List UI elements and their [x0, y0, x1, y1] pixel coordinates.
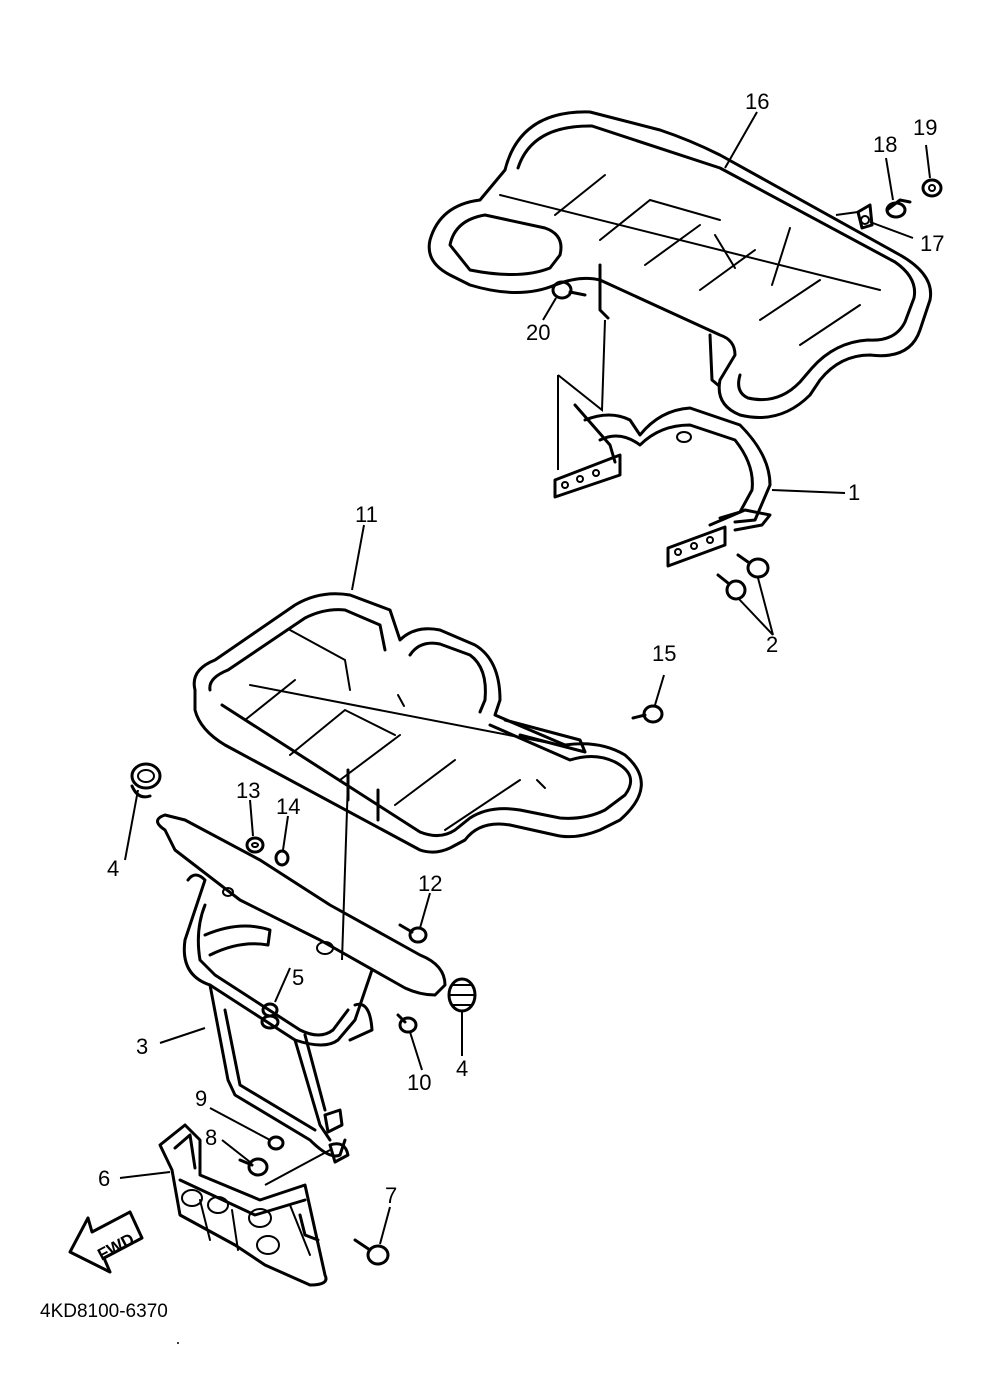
callout-9: 9 — [195, 1086, 207, 1111]
callout-20: 20 — [526, 320, 550, 345]
leader-lines — [119, 111, 931, 1245]
callout-6: 6 — [98, 1166, 110, 1191]
callout-7: 7 — [385, 1183, 397, 1208]
collar-18 — [885, 198, 912, 219]
nut-13 — [245, 836, 265, 854]
fwd-arrow-icon: FWD — [68, 1210, 144, 1274]
rubber-5 — [260, 1002, 280, 1030]
callout-10: 10 — [407, 1070, 431, 1095]
skid-plate — [158, 1123, 328, 1287]
bolt-7 — [353, 1238, 390, 1266]
bolt-2 — [716, 553, 770, 601]
callout-17: 17 — [920, 231, 944, 256]
callout-4-left: 4 — [107, 856, 119, 881]
callout-19: 19 — [913, 115, 937, 140]
callout-4-right: 4 — [456, 1056, 468, 1081]
bracket-17 — [856, 203, 874, 230]
grip-4 — [130, 762, 477, 1013]
bolt-8 — [238, 1157, 269, 1177]
front-guard — [156, 779, 447, 1164]
callout-12: 12 — [418, 871, 442, 896]
callout-5: 5 — [292, 965, 304, 990]
callouts: 1 2 3 4 4 5 6 7 8 9 10 11 12 13 14 15 16… — [98, 89, 944, 1208]
diagram-part-code: 4KD8100-6370 — [40, 1301, 168, 1322]
nut-9 — [267, 1135, 285, 1151]
bolt-12 — [398, 923, 428, 944]
callout-13: 13 — [236, 778, 260, 803]
callout-3: 3 — [136, 1034, 148, 1059]
callout-18: 18 — [873, 132, 897, 157]
bolt-20 — [551, 280, 587, 300]
callout-15: 15 — [652, 641, 676, 666]
front-carrier — [192, 592, 643, 854]
nut-19 — [921, 178, 943, 198]
rear-guard — [553, 319, 772, 568]
fwd-label: FWD — [94, 1229, 137, 1264]
callout-16: 16 — [745, 89, 769, 114]
bolt-15 — [631, 704, 664, 724]
washer-14 — [274, 849, 290, 867]
speck — [177, 1342, 179, 1344]
rear-carrier — [427, 110, 933, 419]
callout-14: 14 — [276, 794, 300, 819]
callout-2: 2 — [766, 632, 778, 657]
callout-8: 8 — [205, 1125, 217, 1150]
callout-11: 11 — [355, 502, 378, 527]
callout-1: 1 — [848, 480, 860, 505]
bolt-10 — [396, 1013, 418, 1034]
